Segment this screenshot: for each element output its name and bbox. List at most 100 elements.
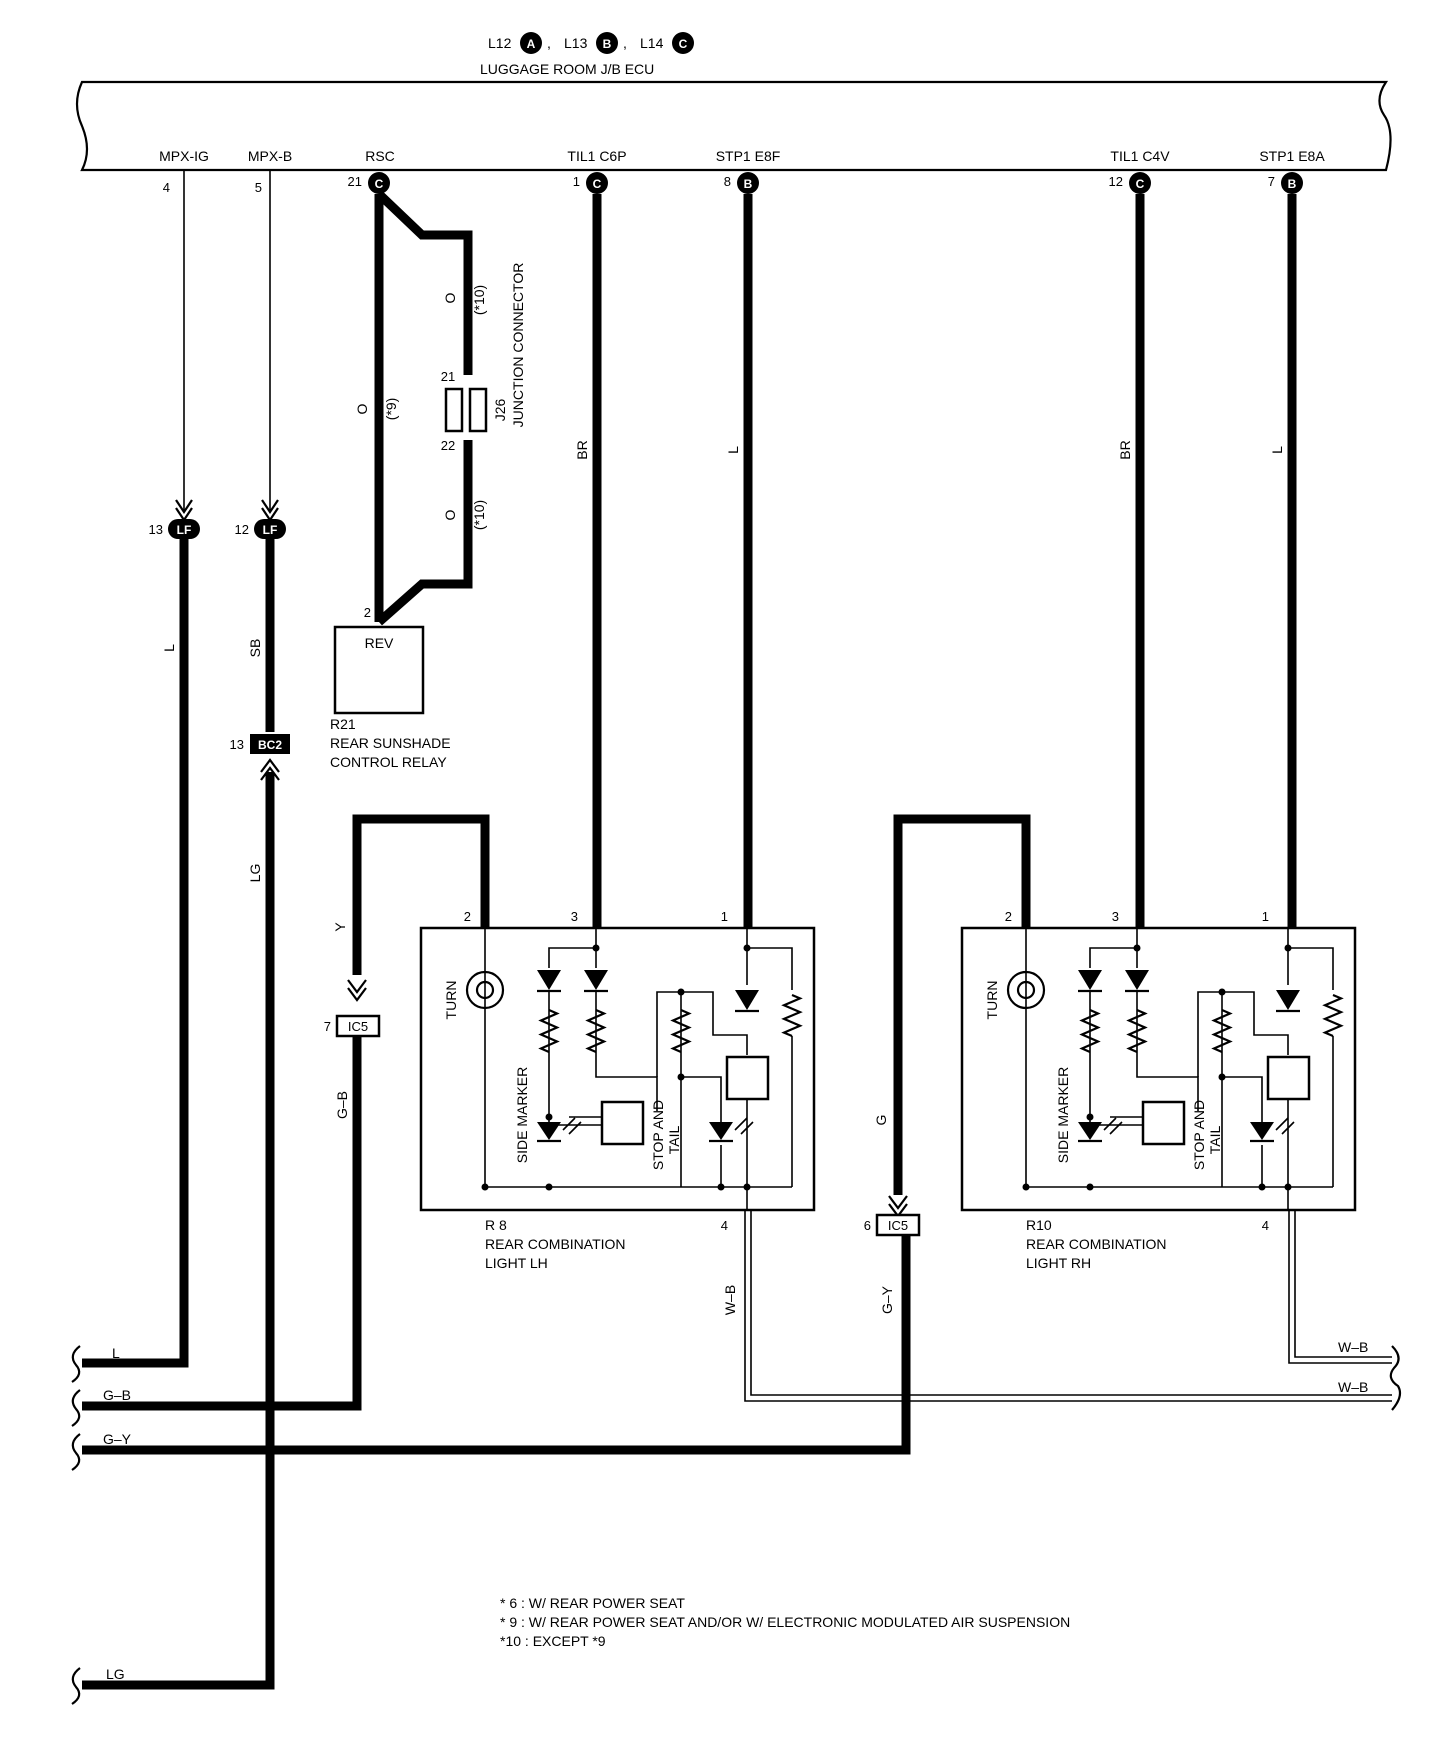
lamp-circuit [747, 947, 793, 990]
junction-dot [1258, 1183, 1266, 1191]
relay-name: REAR SUNSHADE [330, 735, 451, 751]
pin-number: 13 [230, 737, 244, 752]
junction-connector-left [444, 387, 464, 433]
junction-dot [1218, 988, 1226, 996]
wire-color-l: L [161, 644, 177, 652]
pin-number: 1 [721, 909, 728, 924]
turn-label: TURN [443, 981, 459, 1020]
lamp-code: R 8 [485, 1217, 507, 1233]
junction-dot [717, 1183, 725, 1191]
connector-letter: B [1288, 177, 1297, 191]
junction-code: J26 [492, 399, 508, 422]
diode-icon [1078, 970, 1102, 990]
wire-gy [82, 1235, 911, 1455]
bus-label: W–B [1338, 1379, 1368, 1395]
ecu-connector-letter-a: A [527, 37, 536, 51]
wire-color-l: L [1269, 446, 1285, 454]
junction-dot [1086, 1183, 1094, 1191]
terminal-til1-c6p: TIL1 C6P [567, 148, 626, 164]
bus-label: G–B [103, 1387, 131, 1403]
stop-tail-label: STOP AND [1191, 1100, 1207, 1170]
lamp-circuit [1089, 928, 1138, 968]
ic5-label: IC5 [348, 1019, 368, 1034]
wire-color-g: G [873, 1115, 889, 1126]
turn-bulb-icon [1006, 970, 1046, 1010]
ecu-connector-letter-b: B [603, 37, 612, 51]
wire-color-o: O [442, 292, 458, 303]
bus-label: W–B [1338, 1339, 1368, 1355]
ecu-terminal-names: MPX-IG MPX-B RSC TIL1 C6P STP1 E8F TIL1 … [159, 148, 1325, 164]
pin-number: 2 [464, 909, 471, 924]
stop-tail-label: STOP AND [650, 1100, 666, 1170]
break-mark [71, 1345, 81, 1383]
led-emission-icon [1103, 1117, 1123, 1135]
terminal-stp1-e8a: STP1 E8A [1259, 148, 1325, 164]
pin-number: 8 [724, 174, 731, 189]
footnotes: * 6 : W/ REAR POWER SEAT * 9 : W/ REAR P… [500, 1595, 1070, 1649]
lamp-circuit [1136, 990, 1199, 1111]
pin-number: 6 [864, 1218, 871, 1233]
pin-number: 13 [149, 522, 163, 537]
wire-color-br: BR [574, 440, 590, 459]
terminal-til1-c4v: TIL1 C4V [1110, 148, 1170, 164]
diode-icon [537, 970, 561, 990]
lamp-circuit [1222, 1076, 1263, 1122]
turn-bulb-filament-icon [1016, 980, 1036, 1000]
wire-lg [82, 772, 275, 1690]
junction-dot [481, 1183, 489, 1191]
ic5-label: IC5 [888, 1218, 908, 1233]
wire-l [82, 539, 189, 1368]
pin-number: 4 [721, 1218, 728, 1233]
rsc-circuit: 21 22 J26 JUNCTION CONNECTOR O (*10) O (… [330, 190, 526, 770]
connector-letter: C [375, 177, 384, 191]
ecu-connector-code-a: L12 [488, 35, 512, 51]
footnote: * 6 : W/ REAR POWER SEAT [500, 1595, 685, 1611]
wire-color-gb: G–B [334, 1091, 350, 1119]
rear-sunshade-relay [333, 625, 425, 715]
mpx-wires: LF 13 LF 12 [149, 170, 286, 539]
ground-wires: W–B W–B W–B [722, 1210, 1392, 1402]
lamp-circuit [1222, 991, 1289, 1055]
ecu-pins: 4 5 21 C 1 C 8 B 12 C 7 B [163, 172, 1303, 195]
led-emission-icon [734, 1117, 754, 1135]
pin-number: 1 [1262, 909, 1269, 924]
connector-arrow-icon [888, 1195, 908, 1218]
pin-number: 3 [1112, 909, 1119, 924]
lamp-name: REAR COMBINATION [1026, 1236, 1167, 1252]
terminal-rsc: RSC [365, 148, 395, 164]
diode-icon [1125, 970, 1149, 990]
break-mark [71, 1389, 81, 1427]
resistor-icon [1322, 993, 1344, 1038]
junction-dot [1284, 944, 1292, 952]
wire-note: (*10) [471, 285, 487, 315]
lf-connector [254, 519, 286, 539]
lamp-code: R10 [1026, 1217, 1052, 1233]
wire-color-l: L [725, 446, 741, 454]
connector-badge [1129, 172, 1151, 194]
ecu-connector-code-b: L13 [564, 35, 588, 51]
ic5-connector-rh [875, 1213, 921, 1237]
turn-bulb-icon [465, 970, 505, 1010]
wire-wb-rh [1294, 1210, 1392, 1358]
relay-label: REV [365, 635, 394, 651]
break-mark [1389, 1345, 1402, 1411]
wire-note: (*10) [471, 500, 487, 530]
lamp-circuit [681, 1076, 722, 1122]
led-icon [1250, 1122, 1274, 1140]
connector-arrow-icon [347, 979, 367, 1002]
junction-name: JUNCTION CONNECTOR [510, 263, 526, 428]
wire-wb-lh [750, 1210, 1392, 1396]
pin-number: 21 [441, 369, 455, 384]
wire-color-y: Y [332, 922, 348, 932]
separator: , [547, 35, 551, 51]
junction-dot [743, 1183, 751, 1191]
wire-color-o: O [354, 403, 370, 414]
wire-color-o: O [442, 509, 458, 520]
connector-badge [1281, 172, 1303, 194]
wire-note: (*9) [383, 398, 399, 421]
junction-dot [677, 988, 685, 996]
connector-letter: C [1136, 177, 1145, 191]
